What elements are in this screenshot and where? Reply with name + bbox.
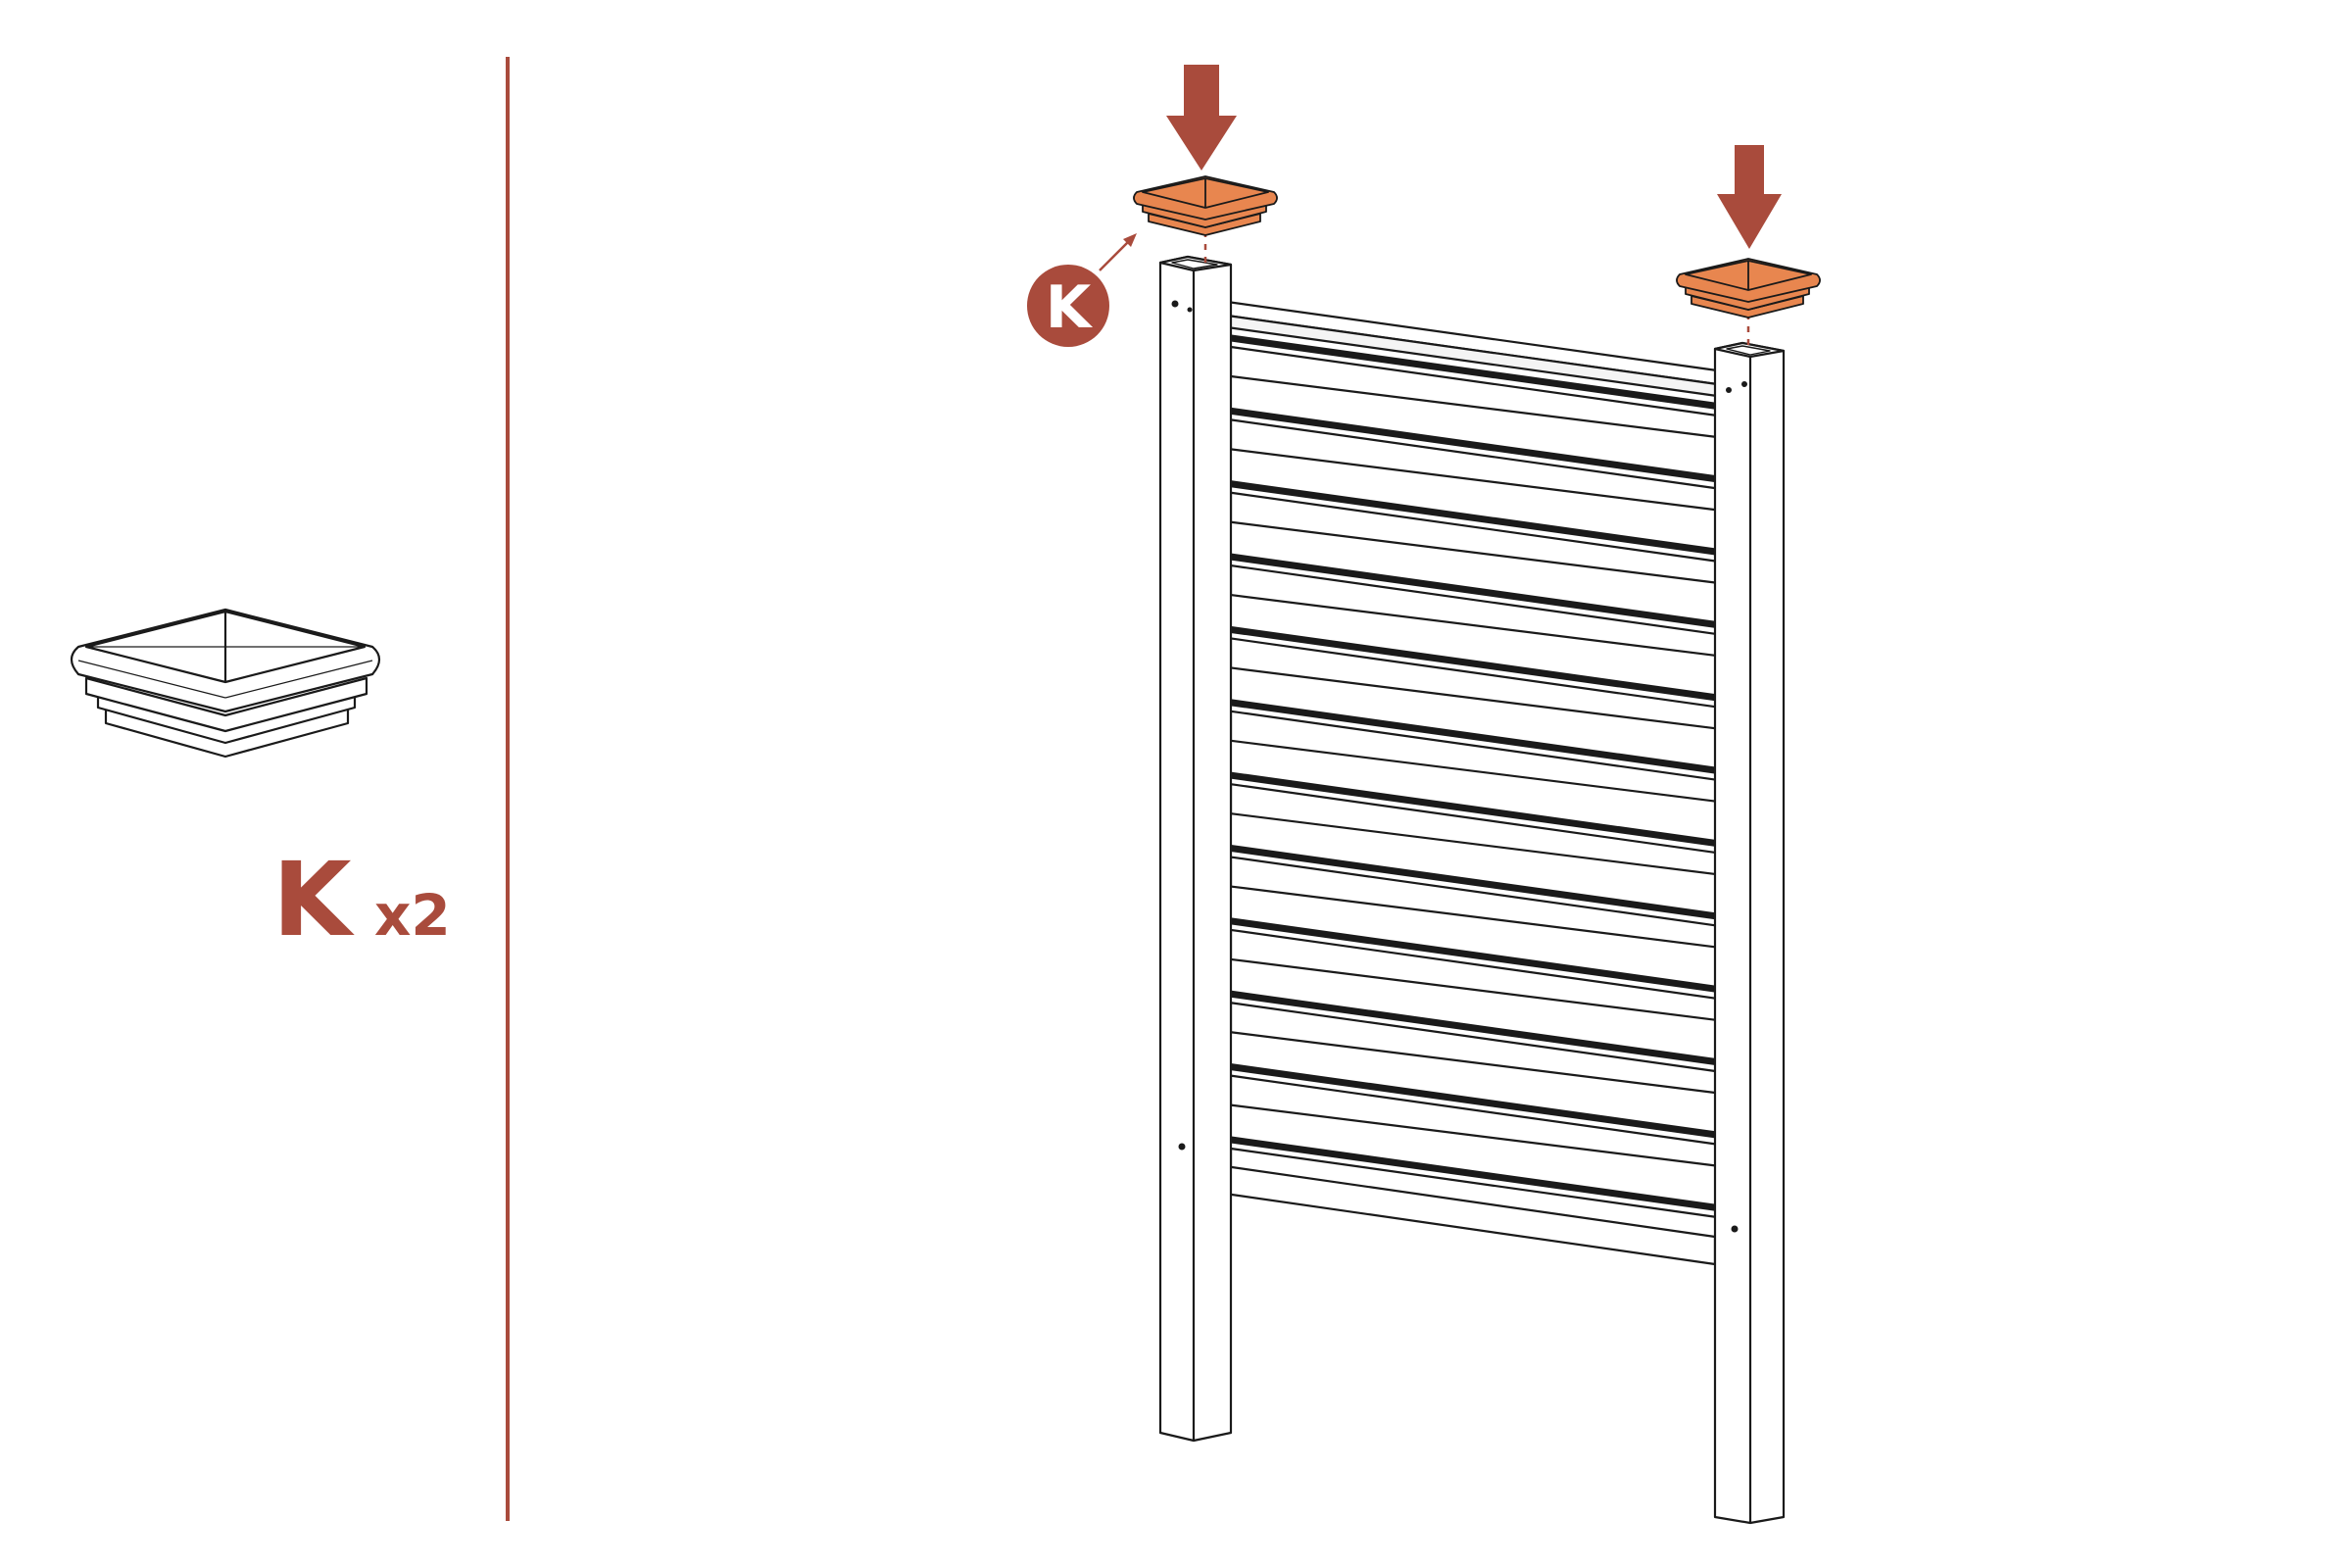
slat-underside — [1230, 374, 1718, 439]
slat-underside — [1230, 593, 1718, 658]
slat-underside — [1230, 812, 1718, 876]
slat-edge — [1213, 624, 1717, 702]
slat-edge — [1213, 478, 1717, 556]
callout-letter: K — [1046, 273, 1094, 342]
slat-edge — [1213, 697, 1717, 774]
slat-edge — [1213, 1061, 1717, 1139]
part-quantity: x2 — [374, 882, 451, 949]
slat-edge — [1213, 333, 1717, 410]
part-callout: K — [1027, 233, 1137, 347]
slat-underside — [1230, 885, 1718, 949]
right-post — [1713, 341, 1786, 1525]
down-arrow-icon — [1166, 65, 1237, 171]
louver-slat — [1211, 769, 1719, 876]
slat-edge — [1213, 915, 1717, 993]
slat-underside — [1230, 448, 1718, 512]
slat-underside — [1230, 520, 1718, 584]
down-arrow-icon — [1717, 145, 1782, 249]
parts-panel: K x2 — [70, 608, 451, 959]
slat-edge — [1213, 552, 1717, 629]
louver-slat — [1211, 914, 1719, 1022]
slat-underside — [1230, 1031, 1718, 1095]
slat-edge — [1213, 989, 1717, 1066]
slat-underside — [1230, 666, 1718, 730]
louver-slats — [1211, 331, 1719, 1241]
left-post — [1158, 255, 1233, 1443]
slat-edge — [1213, 406, 1717, 483]
slat-underside — [1230, 957, 1718, 1022]
slat-edge — [1213, 843, 1717, 920]
callout-arrowhead — [1123, 233, 1137, 247]
slat-underside — [1230, 739, 1718, 803]
post-cap-left — [1133, 175, 1278, 236]
post-cap-right — [1676, 258, 1821, 318]
callout-circle — [1027, 265, 1109, 347]
callout-leader — [1099, 240, 1130, 271]
insertion-guides — [1203, 231, 1750, 349]
part-letter: K — [272, 840, 355, 959]
slat-edge — [1213, 1135, 1717, 1211]
slat-underside — [1230, 1103, 1718, 1167]
louver-slat — [1211, 477, 1719, 584]
slat-edge — [1213, 770, 1717, 848]
fence-panel — [1158, 255, 1786, 1525]
post-cap-icon — [70, 608, 381, 759]
